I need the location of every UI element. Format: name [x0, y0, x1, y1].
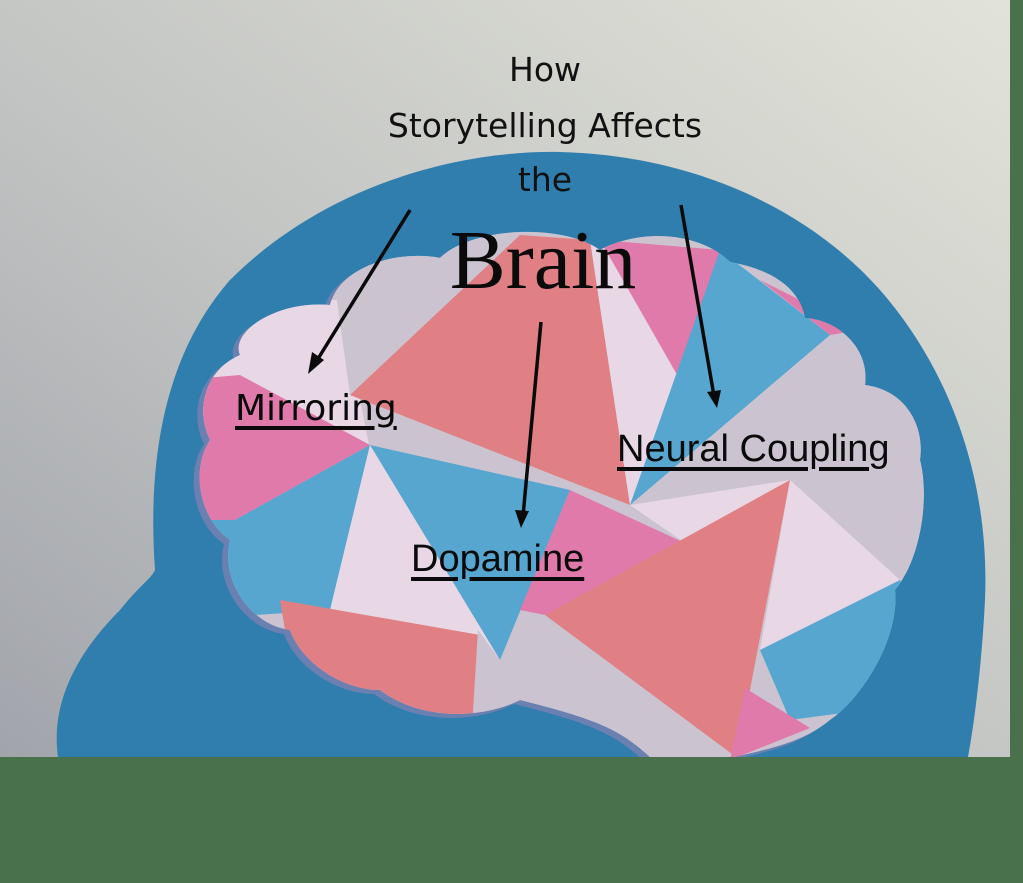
arrow-head-mirroring-icon [308, 352, 324, 374]
arrow-head-dopamine-icon [515, 510, 529, 528]
title-line-storytelling: Storytelling Affects [387, 106, 703, 145]
arrow-dopamine [521, 321, 543, 517]
brain-mosaic [199, 231, 924, 757]
arrow-mirroring [314, 209, 412, 363]
label-dopamine: Dopamine [411, 538, 585, 580]
label-mirroring: Mirroring [235, 388, 397, 429]
title-line-how: How [509, 50, 581, 89]
frame-right-strip [1010, 0, 1023, 757]
label-neural-coupling: Neural Coupling [617, 428, 890, 470]
arrow-head-neural-icon [707, 390, 721, 408]
frame-bottom-band [0, 757, 1023, 883]
title-brain: Brain [449, 214, 637, 307]
title-line-the: the [517, 160, 573, 199]
arrow-neural-coupling [679, 204, 716, 397]
arrows [308, 204, 721, 528]
